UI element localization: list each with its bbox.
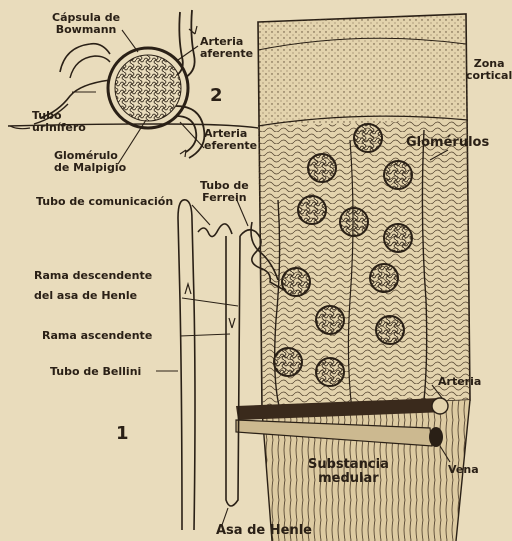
glomerulus — [316, 358, 344, 386]
label-line: medular — [308, 472, 389, 486]
label-line: cortical — [466, 70, 512, 82]
label-line: eferente — [204, 140, 257, 152]
glomerulus — [298, 196, 326, 224]
glomerulus — [370, 264, 398, 292]
label-line: Bowmann — [52, 24, 120, 36]
label-glomerulos: Glomérulos — [406, 136, 489, 150]
label-arteria: Arteria — [438, 376, 481, 388]
glomerulus — [384, 161, 412, 189]
glomerulus — [274, 348, 302, 376]
glomerulus — [384, 224, 412, 252]
label-tubo-comunicacion: Tubo de comunicación — [36, 196, 173, 208]
label-capsula-bowmann: Cápsula de Bowmann — [52, 12, 120, 36]
label-arteria-eferente: Arteria eferente — [204, 128, 257, 152]
label-line: urinífero — [32, 122, 86, 134]
label-tubo-urinifero: Tubo urinífero — [32, 110, 86, 134]
glomerulus — [354, 124, 382, 152]
figure-number-1: 1 — [116, 424, 129, 444]
label-line: Ferrein — [200, 192, 249, 204]
glomerulus — [316, 306, 344, 334]
label-tubo-ferrein: Tubo de Ferrein — [200, 180, 249, 204]
glomerulus — [282, 268, 310, 296]
label-arteria-aferente: Arteria aferente — [200, 36, 253, 60]
label-glomerulo-malpigio: Glomérulo de Malpigio — [54, 150, 126, 174]
loop-descending — [226, 236, 240, 506]
label-asa-henle: Asa de Henle — [216, 524, 312, 538]
figure-number-2: 2 — [210, 86, 223, 106]
label-rama-ascendente: Rama ascendente — [42, 330, 152, 342]
glomerulus — [308, 154, 336, 182]
label-tubo-bellini: Tubo de Bellini — [50, 366, 141, 378]
label-rama-descendente: Rama descendente del asa de Henle — [34, 270, 152, 302]
label-line: del asa de Henle — [34, 290, 152, 302]
label-line: aferente — [200, 48, 253, 60]
label-line: Substancia — [308, 458, 389, 472]
glomerulus — [376, 316, 404, 344]
label-vena: Vena — [448, 464, 479, 476]
label-zona-cortical: Zona cortical — [466, 58, 512, 82]
malpighi-glomerulus — [115, 55, 181, 121]
label-line: Rama descendente — [34, 270, 152, 282]
label-line: de Malpigio — [54, 162, 126, 174]
glomerulus — [340, 208, 368, 236]
label-substancia-medular: Substancia medular — [308, 458, 389, 486]
